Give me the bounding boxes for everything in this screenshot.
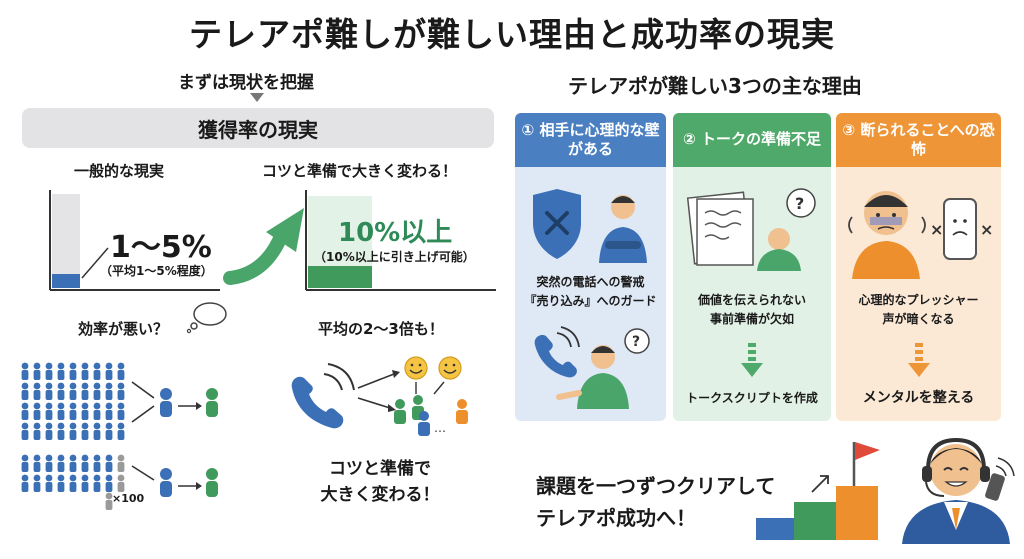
reason-1-desc-line2: 『売り込み』へのガード (524, 294, 657, 308)
svg-text:?: ? (795, 194, 804, 213)
down-arrow-icon (741, 343, 763, 377)
page-title: テレアポ難しが難しい理由と成功率の現実 (189, 15, 835, 54)
tips-note: （10%以上に引き上げ可能） (314, 250, 475, 264)
left-subtitle: まずは現状を把握 (178, 73, 314, 93)
svg-text:×: × (980, 220, 993, 239)
phone-person-illustration: ? (534, 326, 650, 409)
general-bar-chart (49, 190, 220, 291)
growth-arrow-icon (223, 208, 304, 285)
svg-text:?: ? (632, 334, 640, 350)
reason-3-desc-line2: 声が暗くなる (882, 312, 955, 326)
down-triangle-icon (250, 93, 264, 102)
right-subtitle: テレアポが難しい3つの主な理由 (568, 74, 862, 98)
multiplier-label: ×100 (112, 492, 145, 505)
reason-2-desc-line2: 事前準備が欠如 (709, 312, 794, 326)
operator-illustration (902, 437, 1015, 544)
reason-2-header: ② トークの準備不足 (673, 113, 831, 167)
section-header: 獲得率の現実 (22, 108, 494, 148)
conclusion-message: 課題を一つずつクリアして テレアポ成功へ！ (536, 470, 775, 534)
general-value: 1〜5% (110, 230, 212, 265)
conclusion-line1: 課題を一つずつクリアして (536, 474, 776, 498)
bottom-caption-line1: コツと準備で (329, 459, 431, 479)
general-label: 一般的な現実 (74, 162, 165, 180)
down-arrow-icon (908, 343, 930, 377)
reason-card-3: ③ 断られることへの恐怖 × × 心理的なプレッシャー 声が暗くなる メンタルを… (836, 113, 1001, 421)
reason-3-desc-line1: 心理的なプレッシャー (858, 293, 979, 307)
reason-1-desc: 突然の電話への警戒 『売り込み』へのガード (515, 273, 666, 311)
svg-text:×: × (930, 220, 943, 239)
people-crowd-illustration (21, 362, 218, 510)
reason-1-header: ① 相手に心理的な壁がある (515, 113, 666, 167)
tips-caption: 平均の2〜3倍も！ (318, 320, 444, 338)
tips-label: コツと準備で大きく変わる！ (262, 162, 458, 180)
tips-value: 10%以上 (338, 218, 453, 248)
reason-card-1: ① 相手に心理的な壁がある 突然の電話への警戒 『売り込み』へのガード ? (515, 113, 666, 421)
reason-card-2: ② トークの準備不足 ? 価値を伝えられない 事前準備が欠如 トークスクリプトを… (673, 113, 831, 421)
svg-text:…: … (434, 421, 446, 435)
bottom-caption: コツと準備で 大きく変わる！ (300, 456, 460, 508)
reason-3-header: ③ 断られることへの恐怖 (836, 113, 1001, 167)
general-note: （平均1〜5%程度） (100, 264, 213, 278)
general-caption: 効率が悪い？ (78, 320, 169, 338)
reason-2-solution: トークスクリプトを作成 (686, 391, 818, 405)
conclusion-line2: テレアポ成功へ！ (536, 506, 696, 530)
fear-person-illustration: × × (848, 191, 993, 279)
bottom-caption-line2: 大きく変わる！ (320, 485, 440, 505)
reason-1-desc-line1: 突然の電話への警戒 (536, 275, 645, 289)
script-person-illustration: ? (686, 188, 816, 271)
reason-3-solution: メンタルを整える (862, 390, 975, 406)
reason-2-desc-line1: 価値を伝えられない (697, 293, 806, 307)
phone-connections-illustration: … (291, 356, 468, 436)
reason-3-desc: 心理的なプレッシャー 声が暗くなる (836, 291, 1001, 329)
tips-bar-chart (305, 190, 496, 291)
reason-2-desc: 価値を伝えられない 事前準備が欠如 (673, 291, 831, 329)
shield-person-illustration (533, 189, 647, 263)
thought-cloud-icon (186, 302, 227, 334)
success-steps-illustration (756, 442, 880, 540)
